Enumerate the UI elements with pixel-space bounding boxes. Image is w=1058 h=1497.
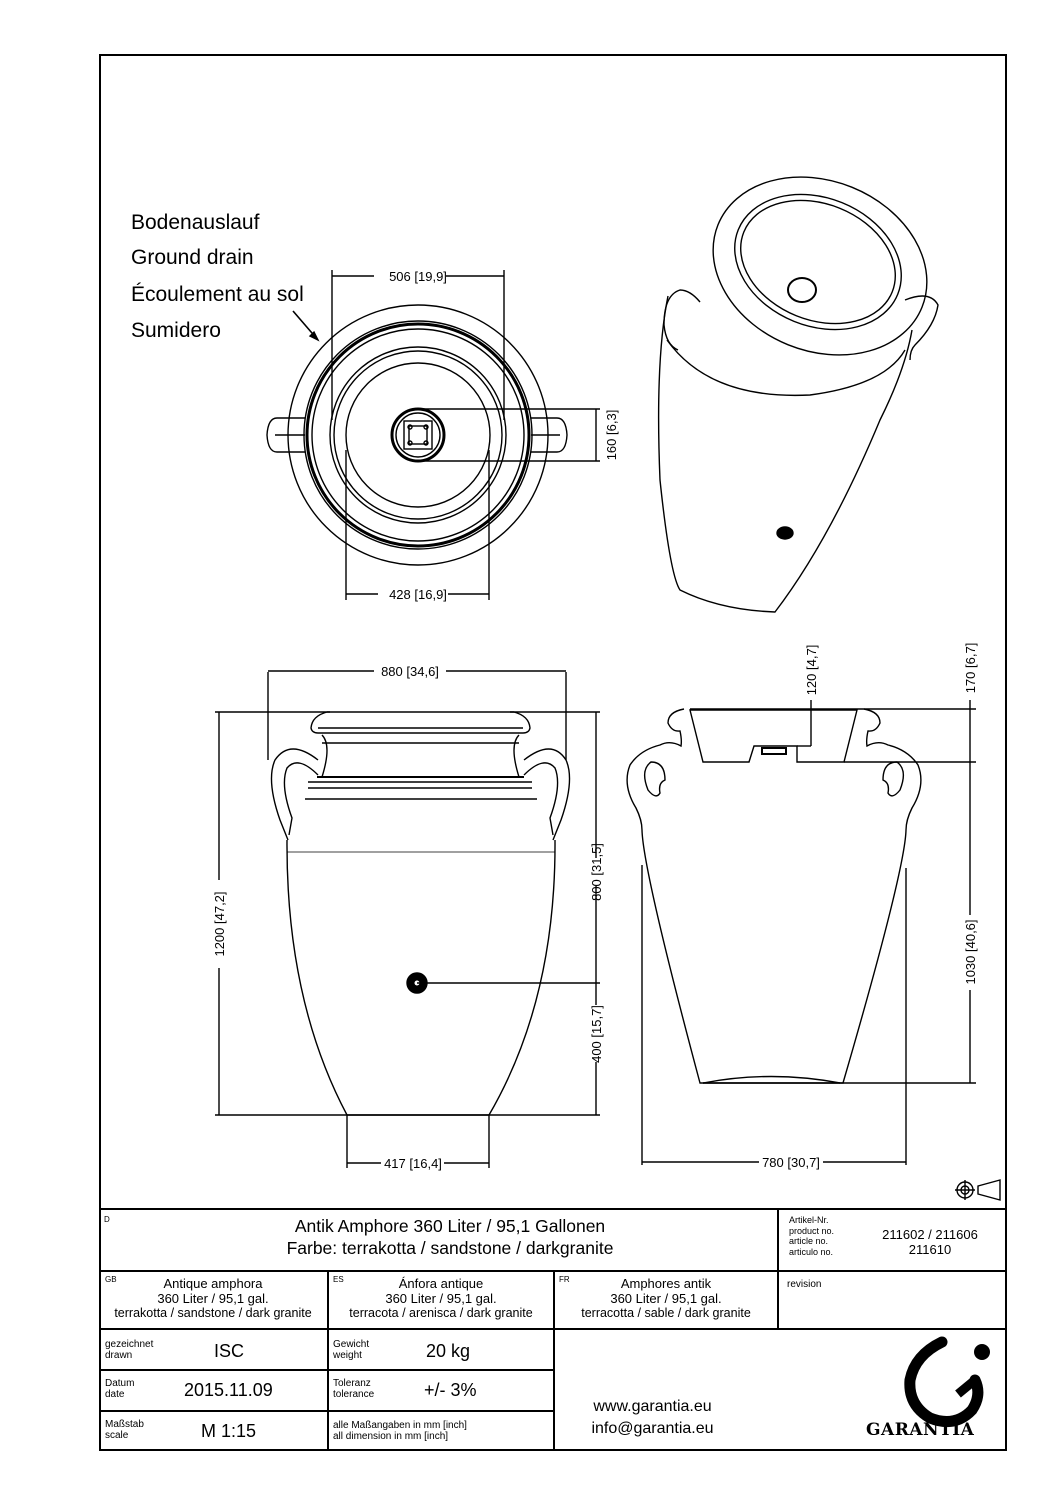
- tolerance-label: Toleranz tolerance: [333, 1378, 374, 1400]
- dim-height-lower: 400 [15,7]: [589, 1005, 604, 1063]
- drawn-label-de: gezeichnet: [105, 1339, 154, 1350]
- tolerance-label-de: Toleranz: [333, 1378, 371, 1389]
- iso-drain-icon: [787, 277, 817, 303]
- drain-icon: [390, 407, 446, 463]
- article-number-line1: 211602 / 211606: [882, 1227, 978, 1242]
- article-labels: Artikel-Nr. product no. article no. arti…: [789, 1215, 834, 1257]
- section-view: [626, 700, 1001, 1201]
- section-outline: [626, 708, 922, 1084]
- product-title-line2: Farbe: terrakotta / sandstone / darkgran…: [286, 1238, 614, 1258]
- dim-height-upper: 800 [31,5]: [589, 843, 604, 901]
- top-view-handle-right: [531, 417, 568, 453]
- iso-view: [657, 176, 939, 613]
- lang-code-es: ES: [333, 1275, 344, 1284]
- dim-depth-rim: 170 [6,7]: [963, 643, 978, 694]
- dim-top-outer: 506 [19,9]: [389, 269, 447, 284]
- article-label-de: Artikel-Nr.: [789, 1215, 829, 1225]
- weight-value: 20 kg: [426, 1341, 471, 1361]
- article-number-line2: 211610: [908, 1242, 952, 1257]
- scale-value: M 1:15: [201, 1421, 257, 1441]
- drain-label-es: Sumidero: [131, 319, 221, 342]
- email-link[interactable]: info@garantia.eu: [591, 1420, 714, 1437]
- gb-line2: 360 Liter / 95,1 gal.: [157, 1291, 269, 1306]
- date-label-en: date: [105, 1389, 125, 1400]
- dim-drain-size: 160 [6,3]: [604, 410, 619, 461]
- gb-description: Antique amphora 360 Liter / 95,1 gal. te…: [99, 1276, 327, 1321]
- website-link[interactable]: www.garantia.eu: [593, 1398, 712, 1415]
- article-numbers: 211602 / 211606 211610: [870, 1227, 990, 1257]
- front-view: [215, 670, 600, 1168]
- tolerance-label-en: tolerance: [333, 1389, 375, 1400]
- es-line2: 360 Liter / 95,1 gal.: [385, 1291, 497, 1306]
- top-view-handle-left: [266, 417, 305, 453]
- iso-rim-outer: [712, 176, 928, 356]
- dim-width-front: 880 [34,6]: [381, 664, 439, 679]
- units-note-en: all dimension in mm [inch]: [333, 1431, 449, 1442]
- article-label-es: articulo no.: [789, 1246, 834, 1257]
- fr-description: Amphores antik 360 Liter / 95,1 gal. ter…: [554, 1276, 778, 1321]
- scale-label-en: scale: [105, 1430, 129, 1441]
- dim-top-inner: 428 [16,9]: [389, 587, 447, 602]
- es-description: Ánfora antique 360 Liter / 95,1 gal. ter…: [328, 1276, 554, 1321]
- dim-height-total: 1200 [47,2]: [212, 891, 227, 956]
- product-title-line1: Antik Amphore 360 Liter / 95,1 Gallonen: [294, 1216, 606, 1236]
- drain-label-fr: Écoulement au sol: [131, 283, 304, 306]
- drawn-label: gezeichnet drawn: [105, 1339, 153, 1361]
- lang-code-fr: FR: [559, 1275, 570, 1284]
- top-view-outer-rim: [287, 304, 549, 566]
- date-value: 2015.11.09: [184, 1380, 273, 1400]
- drawn-value: ISC: [214, 1341, 245, 1361]
- date-label-de: Datum: [105, 1378, 135, 1389]
- tolerance-value: +/- 3%: [424, 1380, 477, 1400]
- dim-height-section: 1030 [40,6]: [963, 919, 978, 984]
- article-label-en: product no.: [789, 1225, 835, 1236]
- gb-line1: Antique amphora: [163, 1276, 263, 1291]
- lang-code-gb: GB: [105, 1275, 117, 1284]
- top-view: [266, 270, 600, 600]
- es-line3: terracota / arenisca / dark granite: [349, 1306, 533, 1320]
- front-lip: [310, 711, 531, 734]
- dim-base-width: 417 [16,4]: [384, 1156, 442, 1171]
- units-note-de: alle Maßangaben in mm [inch]: [333, 1420, 467, 1431]
- front-handle-left: [270, 748, 319, 841]
- weight-label-de: Gewicht: [333, 1339, 370, 1350]
- scale-label: Maßstab scale: [105, 1419, 144, 1441]
- date-label: Datum date: [105, 1378, 134, 1400]
- drain-label-de: Bodenauslauf: [131, 211, 260, 234]
- dim-depth-insert: 120 [4,7]: [804, 645, 819, 696]
- weight-label: Gewicht weight: [333, 1339, 369, 1361]
- logo-g-icon: [904, 1336, 984, 1428]
- projection-symbol-icon: [955, 1179, 1001, 1201]
- drawn-label-en: drawn: [105, 1350, 133, 1361]
- contact-info: www.garantia.eu info@garantia.eu: [580, 1396, 725, 1440]
- article-label-fr: article no.: [789, 1236, 829, 1246]
- units-note: alle Maßangaben in mm [inch] all dimensi…: [333, 1420, 467, 1442]
- dim-width-section: 780 [30,7]: [762, 1155, 820, 1170]
- iso-body: [657, 295, 913, 613]
- lang-code-d: D: [104, 1215, 110, 1224]
- es-line1: Ánfora antique: [398, 1276, 484, 1291]
- garantia-logo: [904, 1336, 990, 1428]
- gb-line3: terrakotta / sandstone / dark granite: [114, 1306, 312, 1320]
- brand-name: GARANTIA: [866, 1420, 975, 1440]
- iso-drain-hole: [776, 526, 794, 540]
- weight-label-en: weight: [333, 1350, 362, 1361]
- fr-line2: 360 Liter / 95,1 gal.: [610, 1291, 722, 1306]
- fr-line3: terracotta / sable / dark granite: [581, 1306, 751, 1320]
- product-title: Antik Amphore 360 Liter / 95,1 Gallonen …: [200, 1215, 700, 1259]
- fr-line1: Amphores antik: [620, 1276, 712, 1291]
- drain-label-en: Ground drain: [131, 246, 254, 269]
- scale-label-de: Maßstab: [105, 1419, 144, 1430]
- revision-label: revision: [787, 1279, 822, 1290]
- front-handle-right: [523, 748, 571, 841]
